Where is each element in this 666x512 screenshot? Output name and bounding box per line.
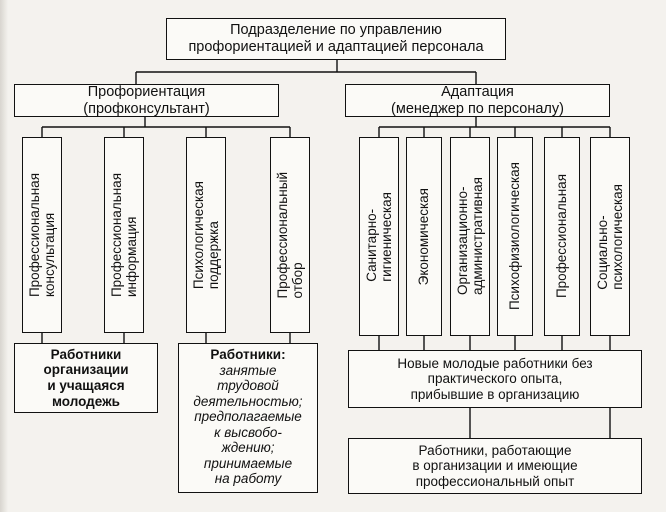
column-sanitary: Санитарно- гигиеническая	[359, 137, 399, 336]
column-psych-support-label: Психологическая поддержка	[190, 180, 221, 290]
column-psych-support: Психологическая поддержка	[186, 137, 226, 333]
target-experienced-workers-text: Работники, работающие в организации и им…	[412, 442, 578, 489]
target-new-workers: Новые молодые работники без практическог…	[348, 350, 642, 408]
column-socio-psych: Социально- психологическая	[590, 137, 630, 336]
target-workers-status-body: занятые трудовой деятельностью; предпола…	[193, 362, 303, 487]
column-psychophysiological: Психофизиологическая	[497, 137, 533, 336]
column-prof-information-label: Профессиональная информация	[108, 172, 139, 298]
column-prof-consulting: Профессиональная консультация	[22, 137, 62, 333]
branch-adaptation: Адаптация (менеджер по персоналу)	[345, 84, 610, 117]
branch-adaptation-role: (менеджер по персоналу)	[391, 100, 564, 117]
column-prof-selection: Профессиональный отбор	[270, 137, 310, 333]
header-line-1: Подразделение по управлению	[230, 22, 442, 39]
target-new-workers-text: Новые молодые работники без практическог…	[397, 355, 593, 402]
branch-career-guidance: Профориентация (профконсультант)	[14, 84, 279, 117]
header-box: Подразделение по управлению профориентац…	[166, 18, 506, 60]
branch-career-guidance-title: Профориентация	[87, 83, 206, 100]
branch-career-guidance-role: (профконсультант)	[83, 100, 210, 117]
column-prof-information: Профессиональная информация	[104, 137, 144, 333]
header-line-2: профориентацией и адаптацией персонала	[188, 39, 484, 55]
column-org-admin-label: Организационно- административная	[454, 177, 485, 296]
column-socio-psych-label: Социально- психологическая	[594, 183, 625, 290]
column-economic: Экономическая	[406, 137, 442, 336]
target-experienced-workers: Работники, работающие в организации и им…	[348, 438, 642, 494]
target-workers-status: Работники: занятые трудовой деятельность…	[178, 343, 318, 493]
column-sanitary-label: Санитарно- гигиеническая	[363, 191, 394, 282]
target-workers-status-heading: Работники:	[210, 347, 286, 362]
column-psychophysiological-label: Психофизиологическая	[507, 162, 523, 311]
scan-edge-shadow	[0, 0, 8, 512]
column-economic-label: Экономическая	[416, 187, 432, 286]
target-workers-youth: Работники организации и учащаяся молодеж…	[14, 343, 158, 413]
column-professional: Профессиональная	[544, 137, 580, 336]
target-workers-youth-text: Работники организации и учащаяся молодеж…	[43, 346, 129, 409]
column-org-admin: Организационно- административная	[450, 137, 490, 336]
column-prof-consulting-label: Профессиональная консультация	[26, 172, 57, 298]
branch-adaptation-title: Адаптация	[441, 83, 514, 100]
column-professional-label: Профессиональная	[554, 174, 570, 299]
column-prof-selection-label: Профессиональный отбор	[274, 171, 305, 299]
